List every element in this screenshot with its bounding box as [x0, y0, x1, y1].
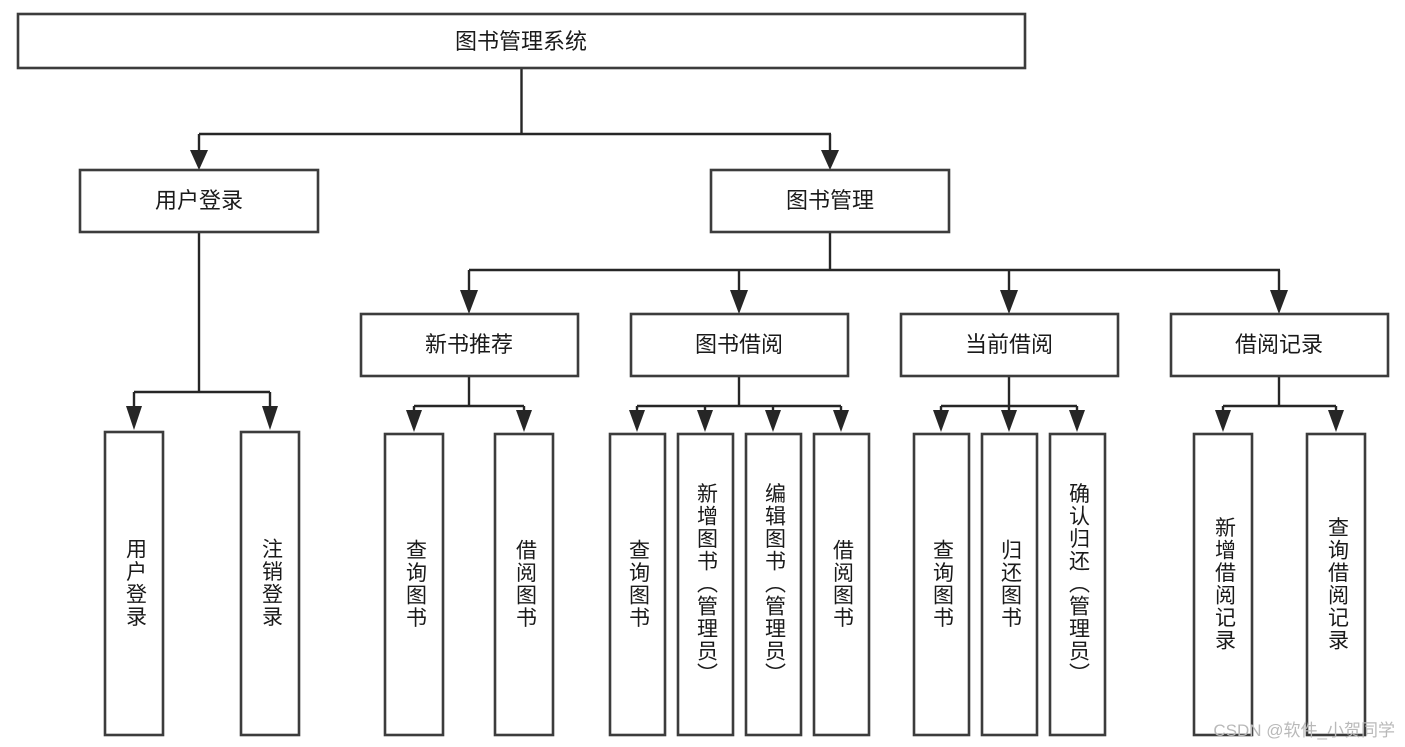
node-leaf-confirm-return[interactable]: 确认归还（管理员）	[1048, 432, 1107, 737]
node-new-book-recommend[interactable]: 新书推荐	[359, 312, 580, 378]
node-leaf-add-record-label: 新增借阅记录	[1212, 517, 1236, 652]
node-root-box[interactable]	[16, 12, 1027, 70]
node-borrow-record-box[interactable]	[1169, 312, 1390, 378]
node-user-login-label: 用户登录	[155, 188, 243, 213]
node-leaf-query-book-1[interactable]: 查询图书	[383, 432, 445, 737]
node-user-login-box[interactable]	[78, 168, 320, 234]
node-leaf-logout-login-label: 注销登录	[259, 538, 283, 628]
node-leaf-add-book-label: 新增图书（管理员）	[694, 483, 718, 686]
node-leaf-return-book-label: 归还图书	[998, 539, 1022, 629]
arrow-book-borrow	[730, 290, 748, 314]
node-leaf-add-record[interactable]: 新增借阅记录	[1192, 432, 1254, 737]
node-book-management[interactable]: 图书管理	[709, 168, 951, 234]
node-book-borrow[interactable]: 图书借阅	[629, 312, 850, 378]
node-leaf-return-book-box[interactable]	[980, 432, 1039, 737]
node-leaf-borrow-book-1[interactable]: 借阅图书	[493, 432, 555, 737]
arrow-leaf-query-book-2	[629, 410, 645, 432]
arrow-leaf-confirm-return	[1069, 410, 1085, 432]
node-leaf-add-book[interactable]: 新增图书（管理员）	[676, 432, 735, 737]
arrow-leaf-borrow-book-2	[833, 410, 849, 432]
node-leaf-query-book-3[interactable]: 查询图书	[912, 432, 971, 737]
node-leaf-confirm-return-box[interactable]	[1048, 432, 1107, 737]
node-leaf-query-book-3-box[interactable]	[912, 432, 971, 737]
node-leaf-borrow-book-1-box[interactable]	[493, 432, 555, 737]
node-root[interactable]: 图书管理系统	[16, 12, 1027, 70]
node-leaf-edit-book-label: 编辑图书（管理员）	[762, 483, 786, 686]
node-leaf-edit-book-box[interactable]	[744, 432, 803, 737]
edge-layer	[126, 68, 1344, 432]
node-current-borrow-label: 当前借阅	[965, 332, 1053, 357]
arrow-leaf-query-book-3	[933, 410, 949, 432]
arrow-leaf-edit-book	[765, 410, 781, 432]
node-current-borrow-box[interactable]	[899, 312, 1120, 378]
node-leaf-query-book-2-box[interactable]	[608, 432, 667, 737]
arrow-user-login	[190, 150, 208, 170]
node-leaf-query-book-1-label: 查询图书	[403, 539, 427, 629]
node-leaf-query-record-box[interactable]	[1305, 432, 1367, 737]
arrow-leaf-query-book-1	[406, 410, 422, 432]
node-leaf-confirm-return-label: 确认归还（管理员）	[1066, 483, 1090, 686]
arrow-current-borrow	[1000, 290, 1018, 314]
node-new-book-recommend-label: 新书推荐	[425, 332, 513, 357]
arrow-leaf-query-record	[1328, 410, 1344, 432]
arrow-leaf-add-record	[1215, 410, 1231, 432]
node-leaf-user-login-box[interactable]	[103, 430, 165, 737]
node-book-borrow-box[interactable]	[629, 312, 850, 378]
node-leaf-query-record[interactable]: 查询借阅记录	[1305, 432, 1367, 737]
node-leaf-borrow-book-1-label: 借阅图书	[513, 539, 537, 629]
node-current-borrow[interactable]: 当前借阅	[899, 312, 1120, 378]
arrow-leaf-borrow-book-1	[516, 410, 532, 432]
node-leaf-return-book[interactable]: 归还图书	[980, 432, 1039, 737]
node-leaf-query-record-label: 查询借阅记录	[1325, 517, 1349, 652]
node-borrow-record-label: 借阅记录	[1235, 332, 1323, 357]
arrow-borrow-record	[1270, 290, 1288, 314]
node-leaf-logout-login-box[interactable]	[239, 430, 301, 737]
node-borrow-record[interactable]: 借阅记录	[1169, 312, 1390, 378]
node-leaf-add-book-box[interactable]	[676, 432, 735, 737]
node-leaf-query-book-1-box[interactable]	[383, 432, 445, 737]
node-leaf-query-book-3-label: 查询图书	[930, 539, 954, 629]
node-leaf-borrow-book-2-label: 借阅图书	[830, 539, 854, 629]
arrow-leaf-user-login	[126, 406, 142, 430]
node-leaf-borrow-book-2[interactable]: 借阅图书	[812, 432, 871, 737]
node-user-login[interactable]: 用户登录	[78, 168, 320, 234]
arrow-book-management	[821, 150, 839, 170]
node-new-book-recommend-box[interactable]	[359, 312, 580, 378]
node-leaf-add-record-box[interactable]	[1192, 432, 1254, 737]
node-book-management-label: 图书管理	[786, 188, 874, 213]
node-book-management-box[interactable]	[709, 168, 951, 234]
node-leaf-logout-login[interactable]: 注销登录	[239, 430, 301, 737]
node-leaf-borrow-book-2-box[interactable]	[812, 432, 871, 737]
node-leaf-user-login[interactable]: 用户登录	[103, 430, 165, 737]
node-leaf-query-book-2-label: 查询图书	[626, 539, 650, 629]
node-leaf-query-book-2[interactable]: 查询图书	[608, 432, 667, 737]
arrow-new-book-recommend	[460, 290, 478, 314]
node-leaf-edit-book[interactable]: 编辑图书（管理员）	[744, 432, 803, 737]
arrow-leaf-logout-login	[262, 406, 278, 430]
arrow-leaf-return-book	[1001, 410, 1017, 432]
node-leaf-user-login-label: 用户登录	[123, 538, 147, 628]
node-root-label: 图书管理系统	[455, 29, 587, 54]
arrow-leaf-add-book	[697, 410, 713, 432]
node-book-borrow-label: 图书借阅	[695, 332, 783, 357]
